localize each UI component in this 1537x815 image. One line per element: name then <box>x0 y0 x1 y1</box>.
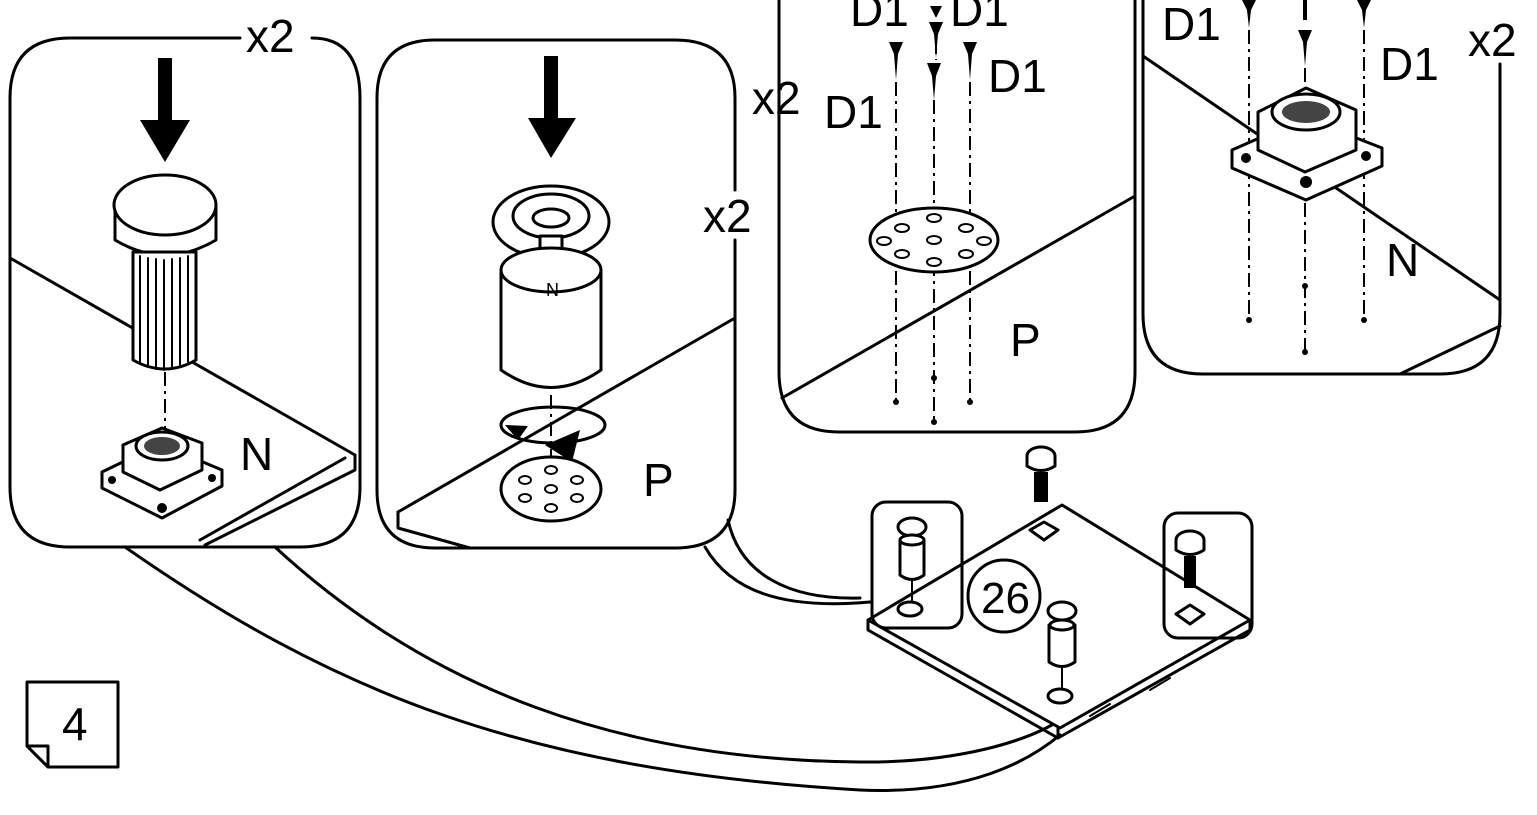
detail-panel-3: x2 D1 D1 <box>752 0 1137 434</box>
part-letter: N <box>240 428 273 480</box>
part-letter: P <box>643 454 674 506</box>
down-arrow-icon <box>140 58 190 162</box>
step-number-circle <box>966 558 1042 634</box>
n-base-part <box>100 426 224 520</box>
part-letter: P <box>1010 314 1041 366</box>
step-number: 26 <box>981 574 1030 623</box>
connector-curves <box>123 518 1062 792</box>
detail-panel-2: x2 N <box>375 38 752 550</box>
highlight-box <box>870 500 964 630</box>
detail-panel-4: x2 D1 D1 N <box>1141 0 1517 376</box>
knob-part <box>112 173 218 371</box>
p-disc-part <box>499 455 603 523</box>
main-board: 26 <box>866 445 1254 740</box>
screw-label: D1 <box>1380 38 1439 90</box>
detail-panel-1: x2 <box>8 10 362 549</box>
screw-label: D1 <box>824 86 883 138</box>
screw-label: D1 <box>1162 0 1221 50</box>
quantity-label: x2 <box>703 190 752 242</box>
quantity-label: x2 <box>246 10 295 62</box>
quantity-label: x2 <box>752 72 801 124</box>
page-number: 4 <box>62 698 88 750</box>
small-knob-part <box>1025 445 1060 542</box>
p-disc-part <box>868 206 1000 274</box>
page-number-badge: 4 <box>25 680 120 769</box>
highlight-box <box>1162 511 1254 640</box>
cylinder-mark: N <box>546 280 559 300</box>
small-knob-part <box>1174 529 1206 626</box>
down-arrow-icon <box>528 56 576 158</box>
n-base-part <box>1230 86 1384 202</box>
screw-label: D1 <box>988 50 1047 102</box>
small-cylinder-part <box>896 516 928 618</box>
cap-part <box>491 184 611 274</box>
quantity-label: x2 <box>1468 14 1517 66</box>
screw-label: D1 <box>850 0 909 36</box>
small-cylinder-part <box>1046 600 1078 705</box>
cylinder-part: N <box>499 246 603 389</box>
rotate-arrow-icon <box>499 405 607 462</box>
part-letter: N <box>1386 234 1419 286</box>
screw-label: D1 <box>950 0 1009 36</box>
